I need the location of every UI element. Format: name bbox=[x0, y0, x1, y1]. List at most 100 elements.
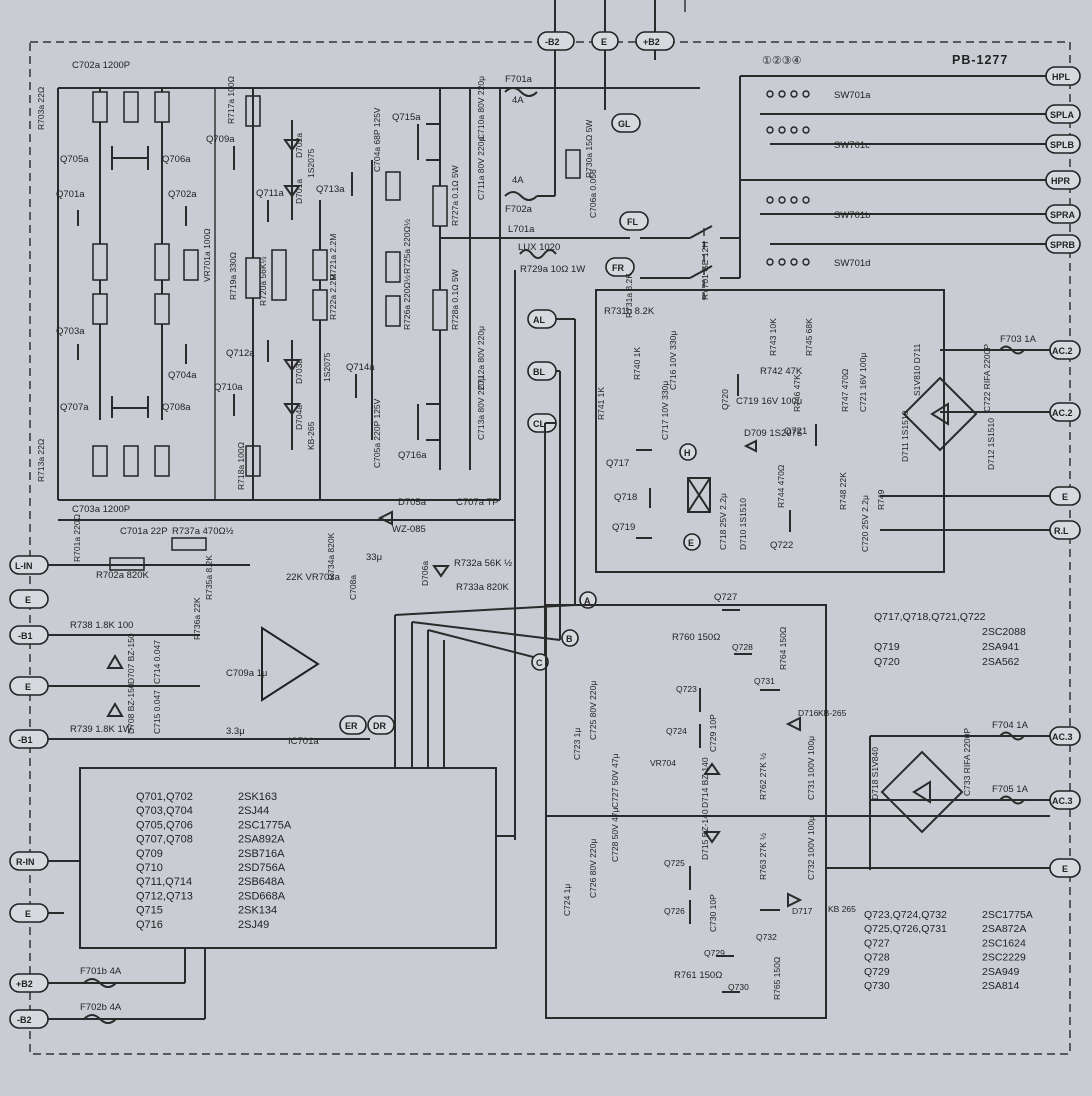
transistor-q703a: Q703a bbox=[56, 326, 85, 360]
svg-text:C703a 1200P: C703a 1200P bbox=[72, 504, 130, 515]
diode-d708: D708 BZ-150 bbox=[106, 683, 136, 734]
diode-kb265-a: KB-265 bbox=[306, 421, 316, 450]
r763-label: R763 27K ½ bbox=[758, 833, 768, 880]
c33u2-label: 3.3μ bbox=[226, 726, 245, 737]
legend-part: Q720 bbox=[874, 656, 900, 668]
svg-text:Q705a: Q705a bbox=[60, 154, 89, 165]
svg-text:Q706a: Q706a bbox=[162, 154, 191, 165]
c716-label: C716 10V 330μ bbox=[668, 331, 678, 390]
svg-text:HPR: HPR bbox=[1051, 176, 1071, 186]
fuse-f701a: F701a 4A bbox=[504, 74, 538, 106]
board-label: PB-1277 bbox=[952, 53, 1008, 67]
c717-label: C717 10V 330μ bbox=[660, 381, 670, 440]
svg-text:Q726: Q726 bbox=[664, 906, 685, 916]
svg-text:-B1: -B1 bbox=[18, 631, 33, 641]
d710-label: D710 1S1510 bbox=[738, 498, 748, 550]
legend-type: 2SD668A bbox=[238, 890, 286, 902]
terminal-r-in: R-IN bbox=[9, 851, 49, 871]
terminal-e-mid: E bbox=[683, 533, 701, 551]
svg-text:Q732: Q732 bbox=[756, 932, 777, 942]
svg-text:F704 1A: F704 1A bbox=[992, 720, 1029, 731]
c730-label: C730 10P bbox=[708, 894, 718, 932]
r749-label: R749 bbox=[876, 489, 886, 510]
transistor-q711a: Q711a bbox=[256, 188, 285, 222]
diode-1s2075-b: 1S2075 bbox=[322, 352, 332, 382]
c712a-label: C712a 80V 220μ bbox=[476, 326, 486, 390]
c722-label: C722 RIFA 2200P bbox=[982, 344, 992, 412]
legend-type: 2SA872A bbox=[982, 923, 1026, 935]
r736a-label: R736a 22K bbox=[192, 597, 202, 640]
d712-label: D712 1S1510 bbox=[986, 418, 996, 470]
svg-text:Q701a: Q701a bbox=[56, 189, 85, 200]
svg-text:D715 BZ-140: D715 BZ-140 bbox=[700, 809, 710, 860]
terminal-spra: SPRA bbox=[1045, 204, 1081, 224]
svg-text:Q717: Q717 bbox=[606, 458, 629, 469]
r733a-label: R733a 820K bbox=[456, 582, 509, 593]
bridge-rectifier-d711: S1V810 D711 bbox=[902, 343, 978, 452]
svg-text:F701b 4A: F701b 4A bbox=[80, 966, 122, 977]
svg-text:Q725: Q725 bbox=[664, 858, 685, 868]
svg-text:D705a: D705a bbox=[398, 497, 427, 508]
l701a-label: L701a bbox=[508, 224, 535, 235]
c711a-label: C711a 80V 220μ bbox=[476, 137, 486, 200]
transistor-q702a: Q702a bbox=[168, 189, 197, 226]
ic701a: IC701a bbox=[261, 626, 320, 747]
r760-label: R760 150Ω bbox=[672, 632, 720, 643]
r762-label: R762 27K ½ bbox=[758, 753, 768, 800]
svg-text:D707 BZ-150: D707 BZ-150 bbox=[126, 633, 136, 684]
diode-d703a: D703a D704a bbox=[283, 340, 304, 450]
switch-sw701a: SW701a bbox=[766, 90, 871, 101]
legend-type: 2SB716A bbox=[238, 848, 285, 860]
c728-label: C728 50V 47μ bbox=[610, 807, 620, 862]
c727-label: C727 50V 47μ bbox=[610, 753, 620, 808]
svg-text:AL: AL bbox=[533, 315, 545, 325]
svg-text:F705 1A: F705 1A bbox=[992, 784, 1029, 795]
svg-text:Q708a: Q708a bbox=[162, 402, 191, 413]
fuse-f701b: F701b 4A bbox=[80, 966, 122, 988]
r765-label: R765 150Ω bbox=[772, 957, 782, 1000]
legend-part: Q703,Q704 bbox=[136, 805, 193, 817]
svg-text:-B2: -B2 bbox=[545, 37, 560, 47]
terminal-gl: GL bbox=[611, 113, 641, 133]
c710a-label: C710a 80V 220μ bbox=[476, 76, 486, 140]
svg-text:WZ-085: WZ-085 bbox=[392, 524, 426, 535]
legend-part: Q730 bbox=[864, 980, 890, 992]
legend-part: Q709 bbox=[136, 848, 163, 860]
svg-text:AC.2: AC.2 bbox=[1052, 408, 1073, 418]
terminal-er: ER bbox=[339, 715, 367, 735]
legend-part: Q705,Q706 bbox=[136, 819, 193, 831]
terminal-e-r1: E bbox=[1049, 486, 1081, 506]
c720-label: C720 25V 2.2μ bbox=[860, 495, 870, 552]
r730a-label: R730a 15Ω 5W bbox=[584, 120, 594, 178]
terminal-dr: DR bbox=[367, 715, 395, 735]
svg-text:Q702a: Q702a bbox=[168, 189, 197, 200]
fuse-f705: F705 1A bbox=[992, 784, 1029, 805]
svg-text:+B2: +B2 bbox=[16, 979, 33, 989]
terminal-plus-b2-top: +B2 bbox=[635, 31, 675, 51]
transistor-q712a: Q712a bbox=[226, 340, 269, 362]
r761-label: R761 150Ω bbox=[674, 970, 722, 981]
svg-text:SW701b: SW701b bbox=[834, 210, 870, 221]
svg-text:Q711a: Q711a bbox=[256, 188, 285, 199]
svg-text:D706a: D706a bbox=[420, 561, 430, 586]
svg-text:Q722: Q722 bbox=[770, 540, 793, 551]
svg-text:D714 BZ-140: D714 BZ-140 bbox=[700, 757, 710, 808]
legend-part: Q729 bbox=[864, 966, 890, 978]
r735a-label: R735a 8.2K bbox=[204, 555, 214, 600]
terminal-b: B bbox=[561, 629, 579, 647]
legend-type: 2SA941 bbox=[982, 641, 1020, 653]
r742-label: R742 47K bbox=[760, 366, 803, 377]
svg-text:Q713a: Q713a bbox=[316, 184, 345, 195]
terminal-h: H bbox=[679, 443, 697, 461]
legend-type: 2SA949 bbox=[982, 966, 1020, 978]
top-numbers: ①②③④ bbox=[762, 55, 802, 67]
svg-text:R713a 22Ω: R713a 22Ω bbox=[36, 439, 46, 482]
terminal-hpl: HPL bbox=[1045, 66, 1081, 86]
terminal-e-r2: E bbox=[1049, 858, 1081, 878]
svg-text:Q721: Q721 bbox=[784, 426, 807, 437]
c729-label: C729 10P bbox=[708, 714, 718, 752]
transistor-q708a: Q708a bbox=[147, 396, 191, 418]
svg-text:D708 BZ-150: D708 BZ-150 bbox=[126, 683, 136, 734]
